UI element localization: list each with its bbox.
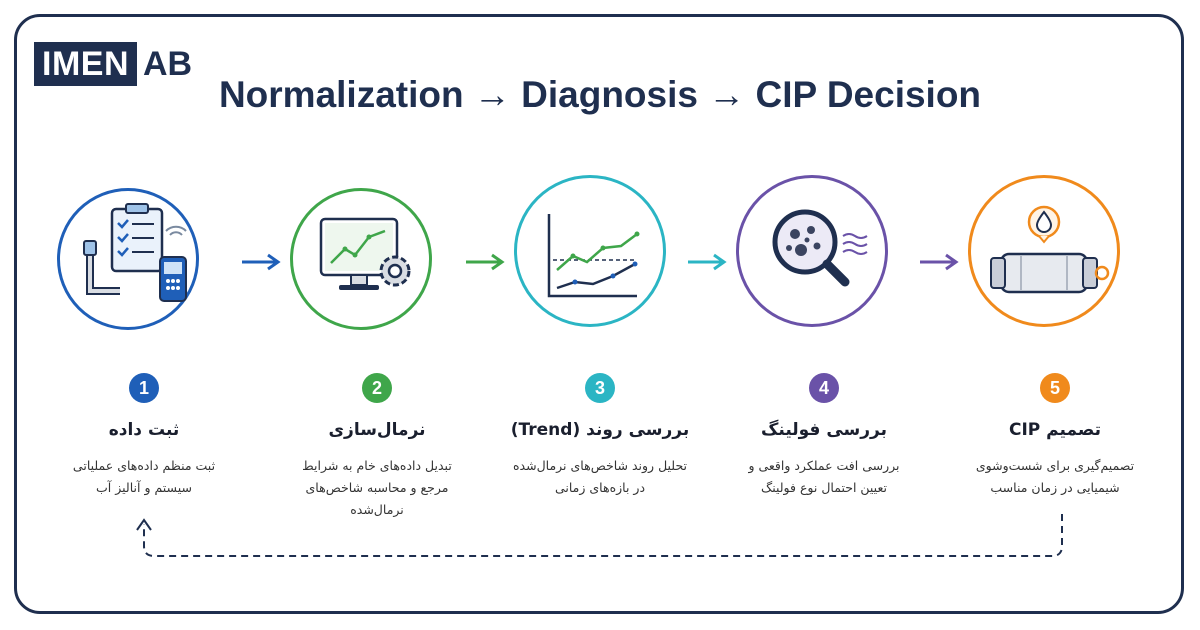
data-logging-icon [83, 203, 187, 302]
step-2-desc-line-2: مرجع و محاسبه شاخص‌های [305, 480, 449, 495]
card-frame [14, 14, 1184, 614]
step-2-number: 2 [362, 373, 392, 403]
step-2-desc-line-1: تبدیل داده‌های خام به شرایط [302, 458, 452, 473]
step-3-desc: تحلیل روند شاخص‌های نرمال‌شده در بازه‌ها… [485, 455, 715, 499]
step-4-desc-line-2: تعیین احتمال نوع فولینگ [761, 480, 887, 495]
magnifier-icon [772, 209, 868, 287]
step-4-desc: بررسی افت عملکرد واقعی و تعیین احتمال نو… [709, 455, 939, 499]
brand-logo: IMEN AB [34, 42, 192, 86]
step-1-circle [57, 188, 199, 330]
arrow-2-to-3 [466, 253, 505, 271]
arrow-4-to-5 [920, 253, 959, 271]
step-1-title: ثبت داده [108, 420, 180, 440]
step-2-title: نرمال‌سازی [328, 420, 426, 440]
step-5-desc-line-1: تصمیم‌گیری برای شست‌وشوی [975, 458, 1135, 473]
step-3-title: بررسی روند (Trend) [510, 420, 690, 440]
step-4-title: بررسی فولینگ [760, 420, 888, 440]
step-5-desc: تصمیم‌گیری برای شست‌وشوی شیمیایی در زمان… [940, 455, 1170, 499]
step-5-number: 5 [1040, 373, 1070, 403]
page-title: Normalization → Diagnosis → CIP Decision [218, 74, 982, 115]
step-3-desc-line-1: تحلیل روند شاخص‌های نرمال‌شده [512, 458, 687, 473]
step-5-circle [968, 175, 1120, 327]
step-4-number: 4 [809, 373, 839, 403]
arrow-1-to-2 [242, 253, 281, 271]
monitor-gear-icon [319, 217, 411, 290]
step-2-circle [290, 188, 432, 330]
step-1-desc: ثبت منظم داده‌های عملیاتی سیستم و آنالیز… [29, 455, 259, 499]
step-3-circle [514, 175, 666, 327]
trend-chart-icon [547, 214, 640, 298]
step-5-title: تصمیم CIP [1009, 420, 1101, 440]
step-5-desc-line-2: شیمیایی در زمان مناسب [990, 480, 1120, 495]
step-2-desc: تبدیل داده‌های خام به شرایط مرجع و محاسب… [262, 455, 492, 521]
step-1-desc-line-2: سیستم و آنالیز آب [96, 480, 192, 495]
step-1-desc-line-1: ثبت منظم داده‌های عملیاتی [72, 458, 216, 473]
step-3-number: 3 [585, 373, 615, 403]
step-2-desc-line-3: نرمال‌شده [350, 502, 404, 517]
membrane-droplet-icon [990, 205, 1110, 294]
step-4-desc-line-1: بررسی افت عملکرد واقعی و [748, 458, 900, 473]
step-1-number: 1 [129, 373, 159, 403]
step-4-circle [736, 175, 888, 327]
feedback-loop-arrow [136, 514, 1063, 557]
arrow-3-to-4 [688, 253, 727, 271]
step-3-desc-line-2: در بازه‌های زمانی [554, 480, 646, 495]
logo-ab: AB [143, 45, 193, 83]
logo-imen: IMEN [34, 42, 137, 86]
